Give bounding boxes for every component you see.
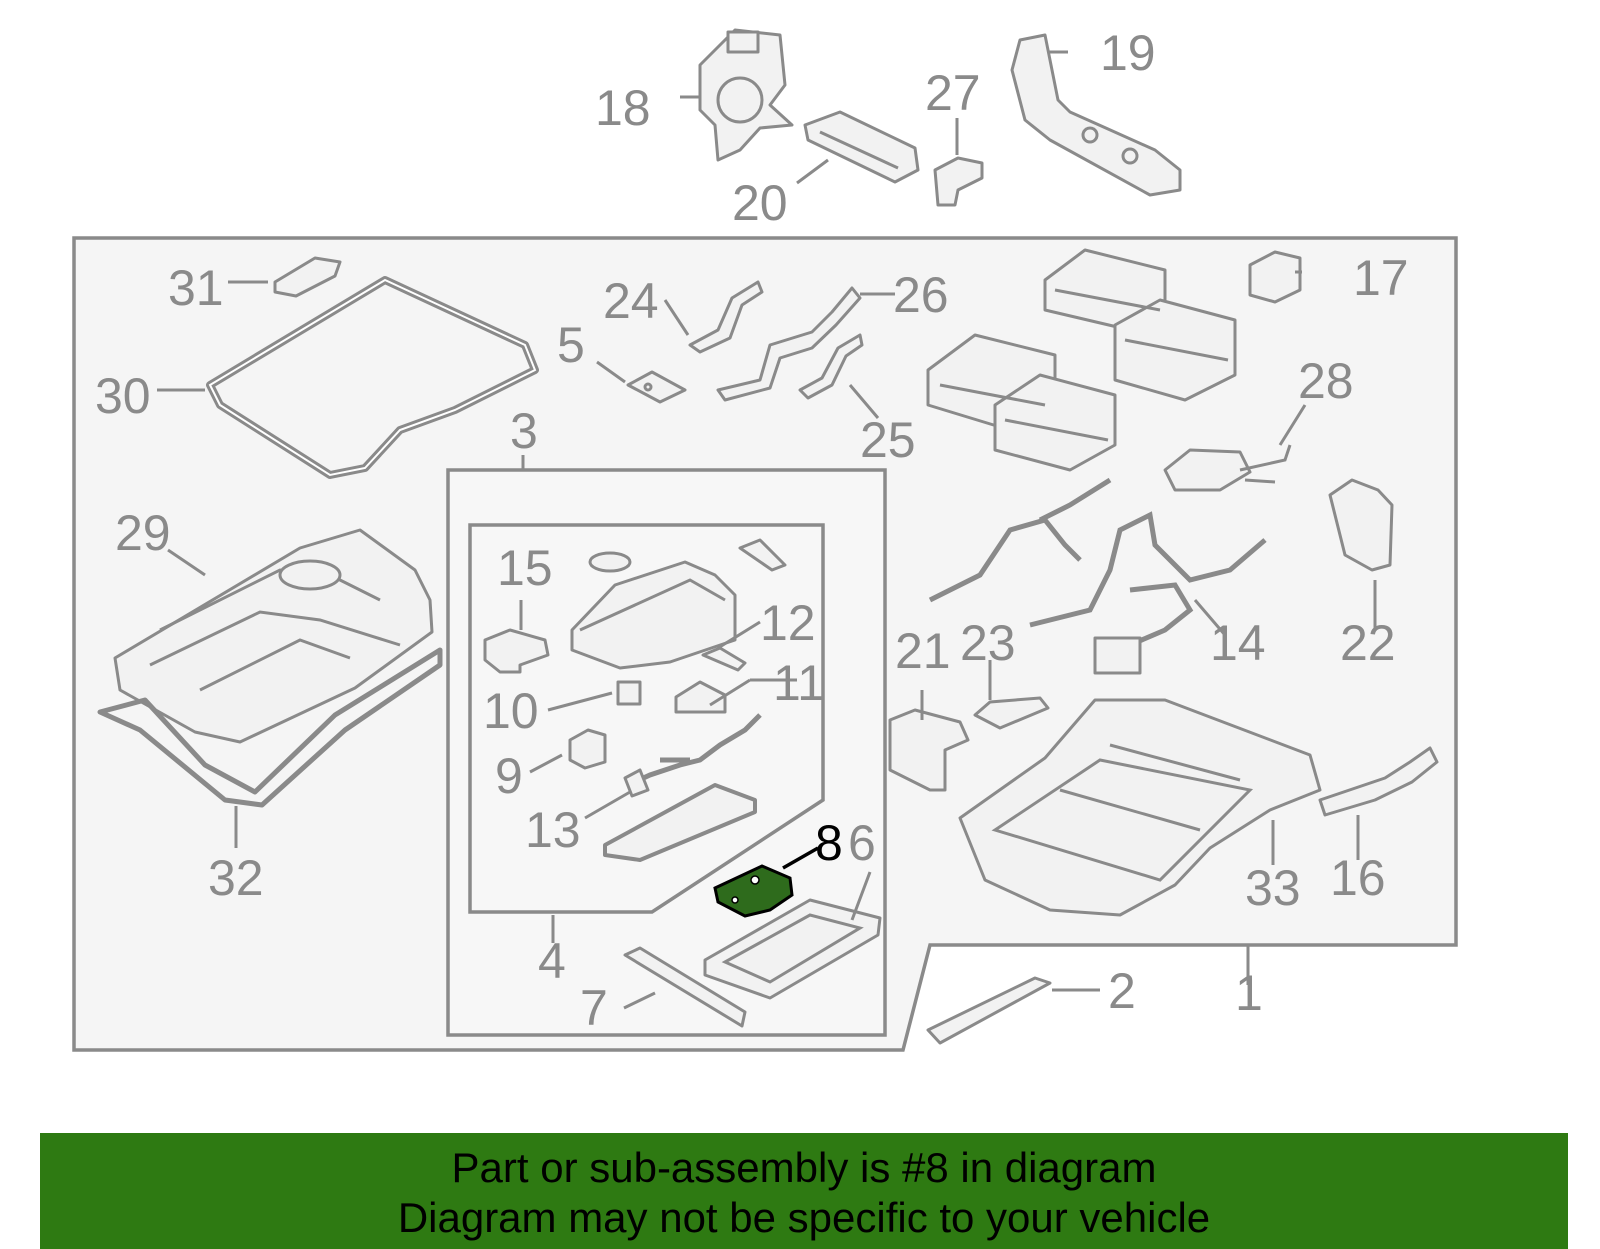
part-22 bbox=[1328, 478, 1394, 572]
part-31 bbox=[273, 256, 342, 298]
part-10 bbox=[616, 680, 642, 706]
part-14 bbox=[928, 477, 1267, 675]
part-21 bbox=[888, 708, 970, 792]
part-15 bbox=[483, 628, 550, 674]
label-5: 5 bbox=[557, 317, 585, 373]
part-16 bbox=[1318, 746, 1439, 817]
label-8[interactable]: 8 bbox=[815, 815, 843, 871]
label-7: 7 bbox=[580, 980, 608, 1036]
label-30: 30 bbox=[95, 368, 151, 424]
part-32 bbox=[97, 647, 443, 808]
part-6 bbox=[703, 898, 882, 1000]
label-31: 31 bbox=[168, 260, 224, 316]
label-28: 28 bbox=[1298, 353, 1354, 409]
part-26 bbox=[716, 286, 862, 402]
part-12 bbox=[701, 646, 747, 672]
part-inverter bbox=[570, 538, 787, 670]
label-21: 21 bbox=[895, 623, 951, 679]
label-3: 3 bbox=[510, 403, 538, 459]
leader-lines bbox=[157, 50, 1377, 1010]
label-13: 13 bbox=[525, 802, 581, 858]
label-33: 33 bbox=[1245, 860, 1301, 916]
label-18: 18 bbox=[595, 80, 651, 136]
part-5 bbox=[626, 370, 687, 404]
banner-line-2: Diagram may not be specific to your vehi… bbox=[397, 1194, 1211, 1241]
part-25 bbox=[798, 333, 864, 400]
label-27: 27 bbox=[925, 65, 981, 121]
part-19 bbox=[1010, 33, 1182, 197]
part-17 bbox=[1248, 250, 1302, 304]
part-24 bbox=[688, 280, 764, 354]
label-24: 24 bbox=[603, 273, 659, 329]
part-13 bbox=[603, 713, 762, 862]
part-23 bbox=[973, 696, 1050, 730]
part-28 bbox=[1163, 444, 1292, 492]
label-19: 19 bbox=[1100, 25, 1156, 81]
part-20 bbox=[803, 110, 920, 184]
label-6: 6 bbox=[848, 815, 876, 871]
label-4: 4 bbox=[538, 933, 566, 989]
label-29: 29 bbox=[115, 505, 171, 561]
label-17: 17 bbox=[1353, 250, 1409, 306]
part-8-highlighted[interactable] bbox=[713, 864, 794, 918]
part-9 bbox=[568, 728, 607, 770]
label-15: 15 bbox=[497, 540, 553, 596]
label-12: 12 bbox=[760, 595, 816, 651]
label-16: 16 bbox=[1330, 850, 1386, 906]
part-30 bbox=[206, 276, 539, 479]
label-32: 32 bbox=[208, 850, 264, 906]
label-10: 10 bbox=[483, 683, 539, 739]
callout-labels: 18 20 27 19 31 24 26 17 5 30 28 3 25 29 … bbox=[95, 25, 1409, 1036]
label-22: 22 bbox=[1340, 615, 1396, 671]
label-25: 25 bbox=[860, 412, 916, 468]
label-14: 14 bbox=[1210, 615, 1266, 671]
label-2: 2 bbox=[1108, 963, 1136, 1019]
label-1: 1 bbox=[1235, 965, 1263, 1021]
label-26: 26 bbox=[893, 267, 949, 323]
info-banner: Part or sub-assembly is #8 in diagram Di… bbox=[40, 1133, 1568, 1249]
part-7 bbox=[623, 946, 747, 1028]
banner-line-1: Part or sub-assembly is #8 in diagram bbox=[451, 1144, 1157, 1191]
label-20: 20 bbox=[732, 175, 788, 231]
part-27 bbox=[933, 156, 984, 207]
part-33 bbox=[958, 698, 1322, 917]
label-23: 23 bbox=[960, 615, 1016, 671]
label-9: 9 bbox=[495, 748, 523, 804]
part-battery-modules bbox=[926, 248, 1237, 472]
part-29 bbox=[113, 528, 434, 744]
label-11: 11 bbox=[773, 655, 825, 711]
part-18 bbox=[698, 28, 794, 162]
part-2 bbox=[926, 976, 1052, 1045]
